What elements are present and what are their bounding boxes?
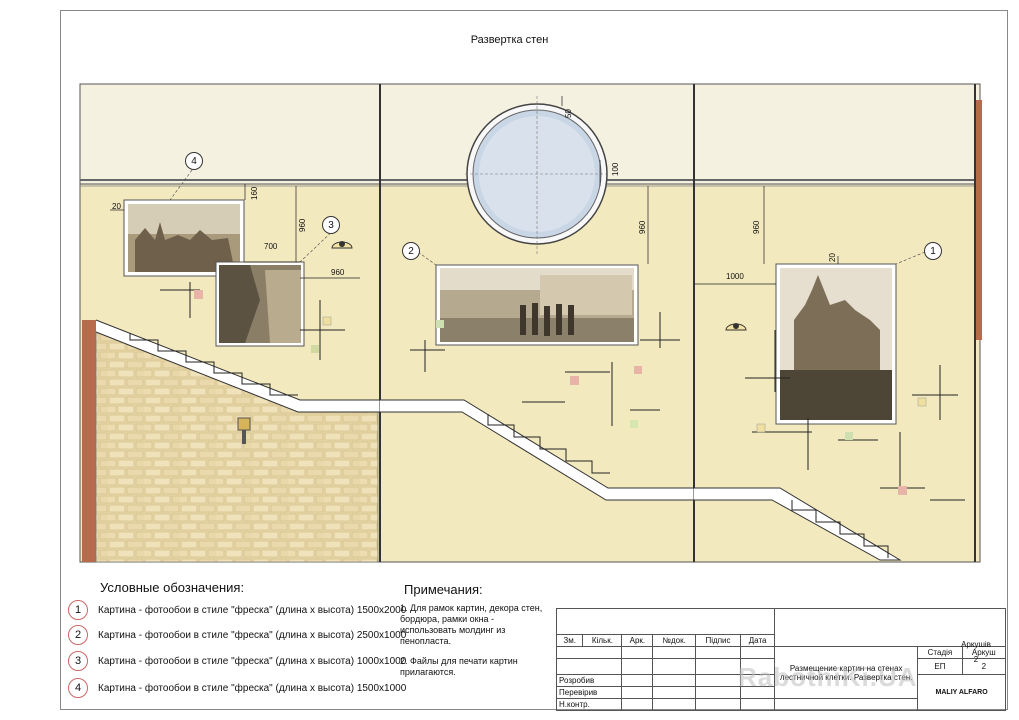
callout-3: 3 [322,216,340,234]
notes-title: Примечания: [404,582,483,597]
stair-steps-right [791,500,889,558]
col-zm: Зм. [555,634,584,647]
arkushiv-header: Аркушів [961,640,991,649]
decor-lines [160,282,965,501]
legend-number: 4 [68,678,88,698]
callout-2: 2 [402,242,420,260]
legend-item: 3 Картина - фотообои в стиле "фреска" (дл… [68,650,406,672]
legend-number: 2 [68,625,88,645]
drawing-title: Развертка стен [470,34,549,46]
logo-cell: MALIY ALFARO [917,674,1006,711]
lamp-left [331,241,353,249]
legend-item: 1 Картина - фотообои в стиле "фреска" (дл… [68,599,406,621]
col-pidpys: Підпис [694,634,742,647]
nkontr-label: Н.контр. [555,698,623,711]
callout-4: 4 [185,152,203,170]
col-ndok: №док. [652,634,696,647]
decor-squares [194,290,927,495]
dim-100: 100 [611,162,620,176]
sheet-description: Размещение картин на стенах лестничной к… [774,646,919,699]
sconce [237,417,251,444]
note-1: 1. Для рамок картин, декора стен, бордюр… [400,603,543,646]
col-ark: Арк. [621,634,654,647]
left-brick-edge [82,320,96,562]
legend-item: 4 Картина - фотообои в стиле "фреска" (дл… [68,677,406,699]
dim-960-d: 960 [752,220,761,234]
title-block: Зм. Кільк. Арк. №док. Підпис Дата Размещ… [555,608,1007,711]
arkushiv-value: 2 [973,655,979,664]
dimension-lines [110,96,839,285]
legend-number: 1 [68,600,88,620]
dim-960-a: 960 [298,218,307,232]
dim-160: 160 [250,186,259,200]
legend-number: 3 [68,651,88,671]
note-2: 2. Файлы для печати картин прилагаются. [400,656,518,677]
legend-text: Картина - фотообои в стиле "фреска" (дли… [98,604,407,616]
pereviryv-label: Перевірив [555,686,623,699]
legend-item: 2 Картина - фотообои в стиле "фреска" (дл… [68,624,406,646]
legend-text: Картина - фотообои в стиле "фреска" (дли… [98,682,407,694]
watermark: RabotniKi.UA [738,662,918,692]
col-kilk: Кільк. [582,634,623,647]
dim-50: 50 [564,109,573,118]
col-data: Дата [740,634,776,647]
legend-text: Картина - фотообои в стиле "фреска" (дли… [98,655,407,667]
callout-1: 1 [924,242,942,260]
right-brick-edge [976,100,982,340]
dim-960-c: 960 [638,220,647,234]
legend-text: Картина - фотообои в стиле "фреска" (дли… [98,629,407,641]
stair-steps-middle [487,414,610,474]
stair-string-right [694,487,902,561]
rozrobyv-label: Розробив [555,674,623,687]
dim-20-left: 20 [112,202,121,211]
logo: MALIY ALFARO [935,689,988,696]
dim-700: 700 [264,242,278,251]
drawing-frame [60,10,1008,710]
dim-960-b: 960 [331,268,345,277]
dim-1000: 1000 [726,272,744,281]
lamp-right [725,323,747,331]
legend-title: Условные обозначения: [100,580,245,595]
dim-20-right: 20 [828,253,837,262]
stair-steps-left [129,333,298,396]
